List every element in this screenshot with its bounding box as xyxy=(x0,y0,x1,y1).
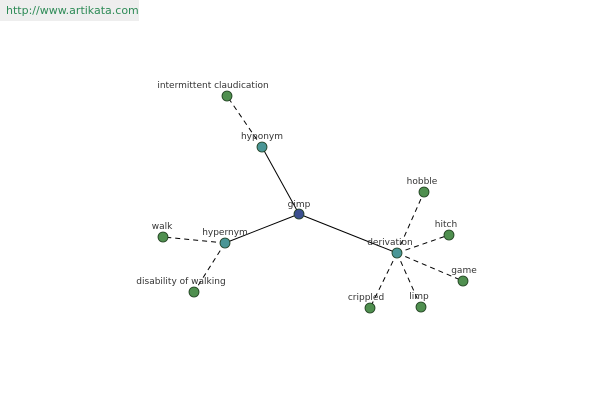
edge-hypernym-to-walk xyxy=(162,236,226,244)
node-hitch[interactable] xyxy=(443,229,455,241)
node-label-intermittent-claudication: intermittent claudication xyxy=(157,81,268,91)
node-label-hyponym: hyponym xyxy=(241,132,283,142)
label-layer: gimp hyponym hypernym derivation intermitten… xyxy=(136,81,477,303)
site-url-banner[interactable]: http://www.artikata.com xyxy=(0,0,139,21)
edge-derivation-to-hobble xyxy=(396,191,425,254)
node-label-hobble: hobble xyxy=(407,177,438,187)
node-crippled[interactable] xyxy=(364,302,376,314)
node-intermittent-claudication[interactable] xyxy=(221,90,233,102)
node-game[interactable] xyxy=(457,275,469,287)
node-label-hypernym: hypernym xyxy=(202,228,248,238)
node-label-walk: walk xyxy=(152,222,173,232)
node-label-crippled: crippled xyxy=(348,293,384,303)
node-layer xyxy=(157,90,469,314)
edge-derivation-to-game xyxy=(396,252,464,282)
site-url-text[interactable]: http://www.artikata.com xyxy=(6,4,139,17)
node-label-limp: limp xyxy=(409,292,429,302)
node-label-hitch: hitch xyxy=(435,220,457,230)
node-gimp[interactable] xyxy=(293,208,305,220)
node-walk[interactable] xyxy=(157,231,169,243)
node-disability-of-walking[interactable] xyxy=(188,286,200,298)
edge-derivation-to-limp xyxy=(396,252,422,308)
edge-hyponym-to-intermittent-claudication xyxy=(226,95,263,148)
node-limp[interactable] xyxy=(415,301,427,313)
node-hyponym[interactable] xyxy=(256,141,268,153)
edge-layer xyxy=(162,95,464,309)
node-label-derivation: derivation xyxy=(367,238,413,248)
node-derivation[interactable] xyxy=(391,247,403,259)
edge-gimp-to-hyponym xyxy=(261,146,300,215)
node-hobble[interactable] xyxy=(418,186,430,198)
edge-hypernym-to-disability-of-walking xyxy=(193,242,226,293)
node-label-game: game xyxy=(451,266,477,276)
edge-derivation-to-crippled xyxy=(369,252,398,309)
node-label-disability-of-walking: disability of walking xyxy=(136,277,225,287)
edge-derivation-to-hitch xyxy=(396,234,450,254)
edge-gimp-to-derivation xyxy=(298,213,398,254)
node-label-gimp: gimp xyxy=(288,200,311,210)
edge-gimp-to-hypernym xyxy=(224,213,300,244)
node-hypernym[interactable] xyxy=(219,237,231,249)
